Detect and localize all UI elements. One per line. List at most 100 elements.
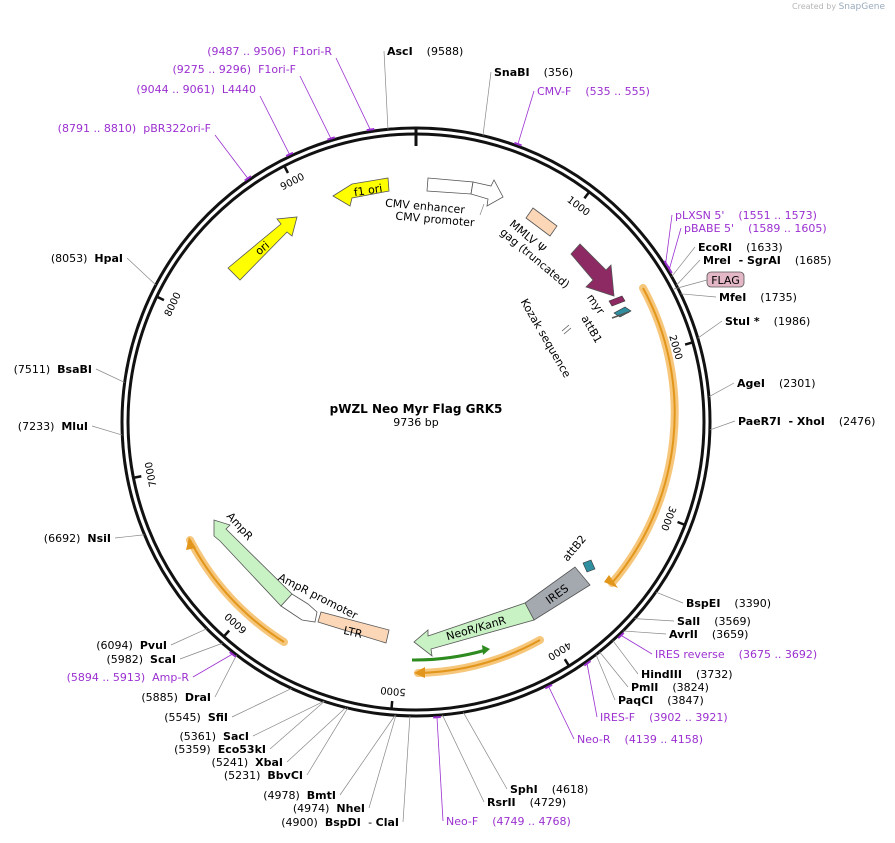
neor-arrow [413,602,535,657]
enzyme-site-label: RsrII (4729) [487,796,566,809]
enzyme-site-label: (7233) MluI [18,420,88,433]
enzyme-name: NsiI [87,532,111,545]
primer-name: IRES reverse [655,648,725,661]
primer-position: (4139 .. 4158) [611,733,704,746]
enzyme-site-label: AvrII (3659) [669,628,748,641]
enzyme-position: (4900) [281,816,325,829]
enzyme-name: PaqCI [618,694,653,707]
ampr-arrow [213,519,293,607]
primer-position: (5894 .. 5913) [67,671,153,684]
enzyme-name: SfiI [208,711,228,724]
primer-leader [192,653,234,678]
primer-binding-label: (9044 .. 9061) L4440 [136,83,256,96]
enzyme-name: MluI [61,420,88,433]
primer-binding-label: (9487 .. 9506) F1ori-R [207,45,332,58]
plasmid-size: 9736 bp [393,416,438,429]
primer-position: (9275 .. 9296) [173,63,259,76]
tick-mark [677,520,687,527]
enzyme-position: (1633) [732,241,783,254]
enzyme-site-label: (5885) DraI [141,691,211,704]
primer-labels: (9487 .. 9506) F1ori-R(9275 .. 9296) F1o… [58,45,827,828]
myr-arrow [608,295,626,307]
enzyme-leader [680,293,717,298]
enzyme-leader [126,257,157,286]
ampr-promoter-arrow [280,593,318,623]
enzyme-site-label: PaeR7I - XhoI (2476) [738,415,875,428]
enzyme-name: AscI [387,45,413,58]
primer-position: (535 .. 555) [571,85,650,98]
enzyme-leader [462,712,508,790]
primer-leader [259,95,291,156]
kozak-mark [611,311,630,319]
enzyme-site-label: (6692) NsiI [44,532,111,545]
enzyme-site-label: AscI (9588) [387,45,463,58]
enzyme-leader [622,630,667,635]
enzyme-name: AvrII [669,628,698,641]
tick-label: 9000 [279,172,307,193]
primer-binding-label: (8791 .. 8810) pBR322ori-F [58,122,211,135]
enzyme-leader [482,71,492,136]
orange-arc-neo-core [417,639,541,674]
primer-binding-label: IRES reverse (3675 .. 3692) [655,648,817,661]
enzyme-site-label: (5231) BbvCI [224,769,303,782]
enzyme-site-label: (8053) HpaI [51,252,123,265]
enzyme-alt-name: BspDI [325,816,365,829]
enzyme-leader [402,715,411,823]
credit-prefix: Created by [792,2,837,11]
enzyme-position: (4974) [293,802,337,815]
primer-name: Neo-R [577,733,611,746]
attb1-label: attB1 [578,313,604,345]
enzyme-site-label: StuI * (1986) [725,315,810,328]
primer-leader [299,75,332,140]
enzyme-position: (4978) [263,789,307,802]
enzyme-position: (3390) [720,597,771,610]
primer-name: Amp-R [152,671,189,684]
primer-leader [517,90,535,146]
enzyme-leader [708,382,735,398]
enzyme-position: (3824) [658,681,709,694]
enzyme-position: (7511) [14,363,58,376]
enzyme-name: StuI * [725,315,760,328]
primer-leader [436,716,444,822]
enzyme-position: (3659) [698,628,749,641]
tick-mark [390,700,394,711]
primer-leader [620,634,653,655]
enzyme-leader [339,715,396,796]
enzyme-position: (2476) [825,415,876,428]
enzyme-leader [269,701,325,750]
enzyme-position: (5359) [174,743,218,756]
enzyme-leader [214,654,237,698]
credit-brand: SnapGene [838,2,885,12]
ori-arrow [227,216,298,281]
orange-arc-grk5-head [604,575,618,588]
primer-binding-label: IRES-F (3902 .. 3921) [600,711,728,724]
enzyme-leader [655,591,684,604]
primer-binding-label: Neo-R (4139 .. 4158) [577,733,703,746]
enzyme-name: SnaBI [494,66,530,79]
tick-label: 8000 [163,291,184,319]
enzyme-leader [383,50,389,130]
enzyme-position: (4729) [516,796,567,809]
primer-name: IRES-F [600,711,635,724]
enzyme-site-label: (4974) NheI [293,802,365,815]
enzyme-site-label: PmlI (3824) [631,681,709,694]
tick-label: 1000 [565,195,592,219]
enzyme-position: (6692) [44,532,88,545]
enzyme-position: (3732) [682,668,733,681]
enzyme-position: (8053) [51,252,95,265]
enzyme-leader [709,420,736,431]
enzyme-position: (5982) [106,653,150,666]
primer-site-mark [617,632,625,639]
enzyme-leader [442,714,485,803]
primer-site-mark [285,151,294,157]
enzyme-leader [91,425,123,436]
enzyme-site-label: SalI (3569) [677,615,751,628]
enzyme-leader [114,534,145,539]
enzyme-name: BspEI [686,597,720,610]
primer-position: (8791 .. 8810) [58,122,144,135]
attb2-label: attB2 [560,533,589,564]
enzyme-site-label: (5361) SacI [179,730,249,743]
primer-name: pBABE 5' [684,222,734,235]
tick-label: 3000 [658,504,677,532]
